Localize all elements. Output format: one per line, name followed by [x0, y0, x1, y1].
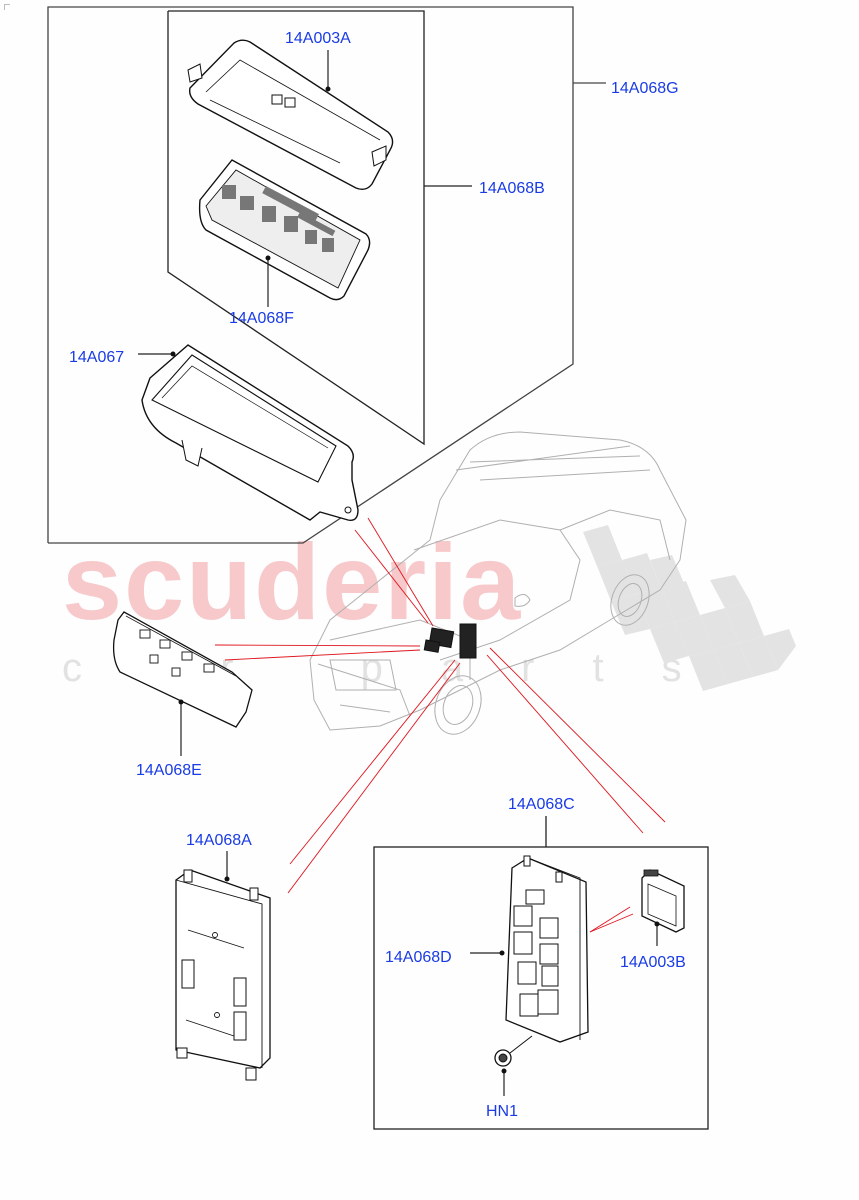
fuse-box-housing-drawing	[141, 344, 359, 521]
part-label-HN1[interactable]: HN1	[486, 1103, 519, 1120]
vehicle-outline-drawing	[309, 431, 687, 735]
junction-module-drawing	[112, 611, 253, 728]
callout-dot	[178, 699, 184, 705]
pointer-lines	[214, 517, 666, 933]
callout-dot	[501, 1068, 507, 1074]
part-label-14A068D[interactable]: 14A068D	[385, 949, 452, 966]
small-cover-drawing	[641, 869, 685, 933]
callout-dot	[224, 876, 230, 882]
part-label-14A068E[interactable]: 14A068E	[136, 762, 202, 779]
part-label-14A003A[interactable]: 14A003A	[285, 30, 351, 47]
callout-dot	[170, 351, 176, 357]
callout-dot	[654, 921, 660, 927]
watermark-logo: scuderia	[62, 521, 523, 642]
callout-dot	[325, 86, 331, 92]
fuse-box-drawing	[198, 159, 371, 301]
callout-dot	[265, 255, 271, 261]
corner-mark	[4, 4, 10, 10]
part-label-14A068B[interactable]: 14A068B	[479, 180, 545, 197]
callout-dot	[499, 950, 505, 956]
part-label-14A067[interactable]: 14A067	[69, 349, 125, 366]
part-label-14A068A[interactable]: 14A068A	[186, 832, 252, 849]
group-frame-14A068G	[47, 6, 606, 544]
group-frame-14A068C	[373, 816, 709, 1130]
fuse-box-location-highlight	[423, 623, 477, 659]
group-frame-14A068B	[167, 10, 472, 446]
control-module-drawing	[175, 869, 271, 1081]
part-label-14A068C[interactable]: 14A068C	[508, 796, 575, 813]
fuse-box-cover-drawing	[187, 39, 394, 191]
nut-drawing	[494, 1035, 533, 1067]
junction-box-drawing	[505, 855, 589, 1043]
part-label-14A068G[interactable]: 14A068G	[611, 80, 679, 97]
part-label-14A068F[interactable]: 14A068F	[229, 310, 294, 327]
checker-flag-watermark	[583, 525, 796, 691]
part-label-14A003B[interactable]: 14A003B	[620, 954, 686, 971]
